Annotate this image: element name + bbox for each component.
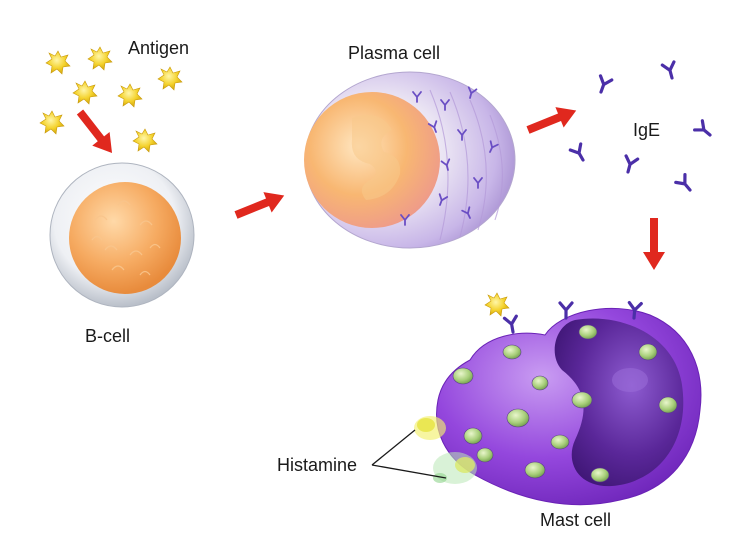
- mast-cell: [414, 292, 702, 506]
- label-b-cell: B-cell: [85, 326, 131, 346]
- arrow-plasma-to-ige: [523, 100, 581, 141]
- arrow-bcell-to-plasma: [231, 185, 289, 226]
- histamine-release: [414, 416, 477, 484]
- label-mast-cell: Mast cell: [540, 510, 612, 530]
- label-histamine: Histamine: [277, 455, 358, 475]
- b-cell: [49, 162, 195, 308]
- plasma-cell: [304, 71, 516, 249]
- histamine-pointer-lines: [371, 429, 447, 479]
- arrow-antigen-to-bcell: [71, 105, 121, 160]
- label-antigen: Antigen: [128, 38, 190, 58]
- label-ige: IgE: [633, 120, 661, 140]
- arrow-ige-to-mast: [643, 218, 665, 270]
- label-plasma-cell: Plasma cell: [348, 43, 441, 63]
- antigen-cluster: [39, 46, 183, 153]
